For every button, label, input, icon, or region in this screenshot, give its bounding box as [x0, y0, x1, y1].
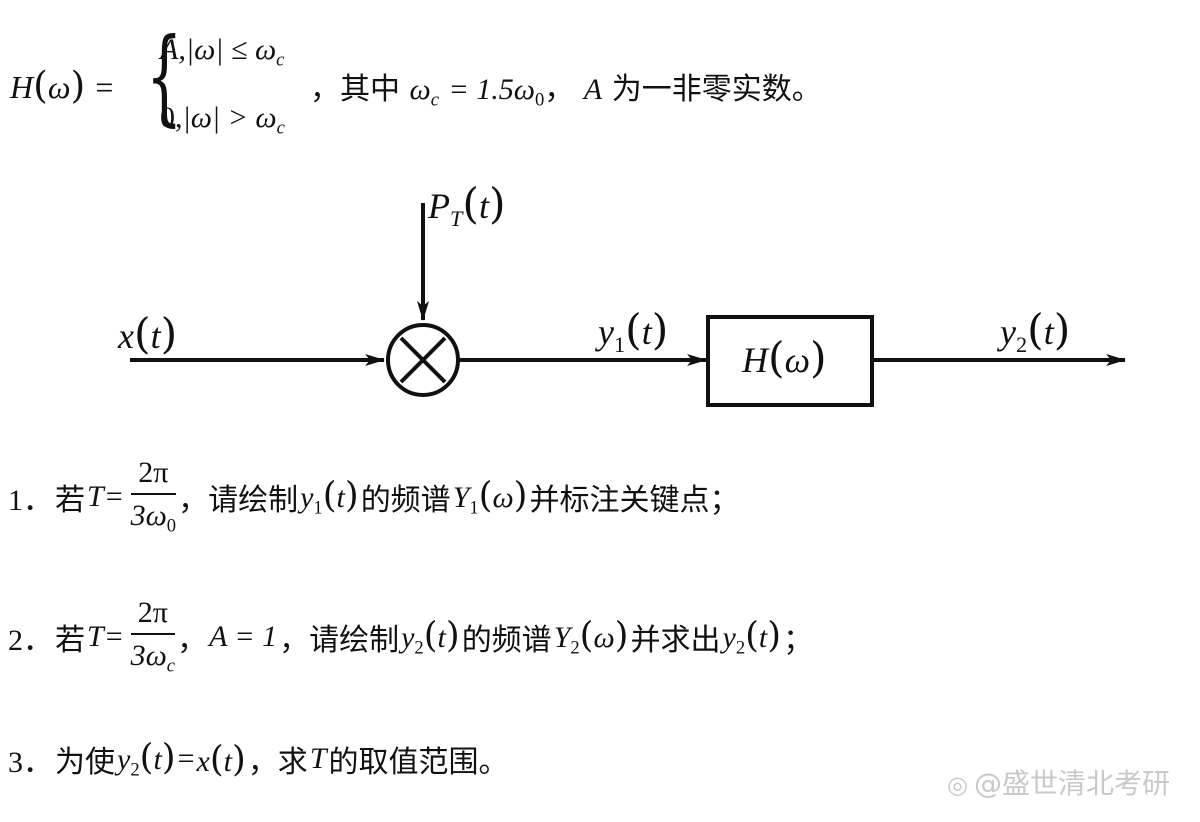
filter-label: H(ω): [742, 334, 827, 383]
watermark: ◎@盛世清北考研: [947, 767, 1170, 800]
formula-case-1: A,|ω| ≤ ωc: [160, 33, 285, 71]
question-1: 1． 若 T = 2π 3ω0 ，请绘制 y1(t) 的频谱 Y1(ω) 并标注…: [8, 456, 740, 537]
formula-where-clause: ，其中 ωc = 1.5ω0， A 为一非零实数。: [310, 72, 822, 111]
pulse-train-label: PT(t): [428, 180, 506, 231]
y2-label: y2(t): [1000, 306, 1071, 357]
formula-lhs: H(ω) =: [10, 63, 114, 107]
question-3: 3． 为使 y2(t) = x(t) ，求 T 的取值范围。: [8, 736, 509, 781]
block-diagram: x(t) PT(t) y1(t) H(ω) y2(t): [0, 170, 1200, 440]
left-brace: {: [146, 15, 183, 137]
fraction: 2π 3ωc: [130, 596, 176, 677]
filter-box: [706, 315, 874, 407]
y1-label: y1(t): [598, 306, 669, 357]
input-signal-label: x(t): [118, 310, 178, 359]
fraction: 2π 3ω0: [130, 456, 177, 537]
question-2: 2． 若 T = 2π 3ωc ， A = 1 ，请绘制 y2(t) 的频谱 Y…: [8, 596, 814, 677]
diagram-svg: [130, 203, 1126, 407]
weibo-icon: ◎: [947, 771, 968, 799]
multiplier-cross-2: [399, 336, 447, 384]
formula-case-2: 0,|ω| > ωc: [160, 101, 285, 139]
